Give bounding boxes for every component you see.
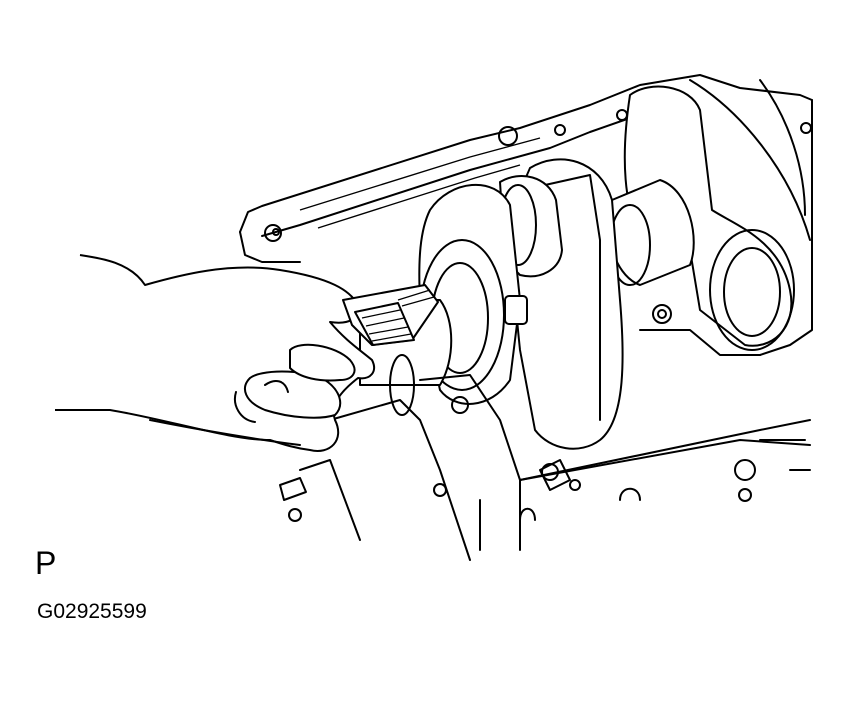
hand-illustration [55, 254, 376, 452]
view-label: P [35, 545, 57, 581]
crankshaft-illustration [359, 85, 795, 450]
plastigage-strip-illustration [342, 284, 439, 346]
bearing-cap-illustration [279, 304, 811, 561]
figure-id: G02925599 [37, 600, 147, 623]
engine-block-illustration [239, 74, 813, 356]
